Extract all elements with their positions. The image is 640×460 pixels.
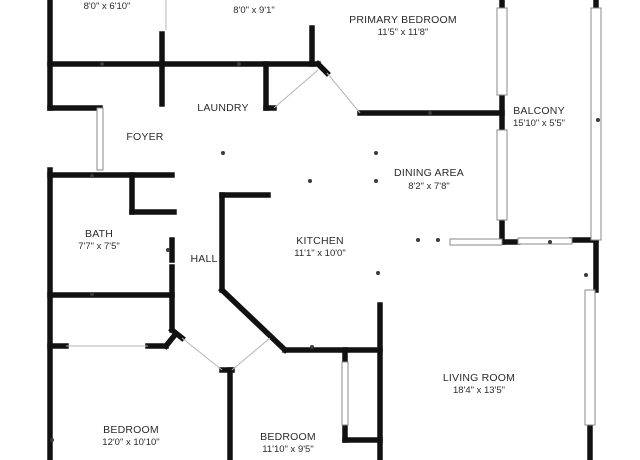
kitchen-dims: 11'1" x 10'0" (294, 248, 345, 259)
room-labels: 8'0" x 6'10" 8'0" x 9'1" PRIMARY BEDROOM… (78, 1, 565, 455)
wall-bedroom-left-top-diag (162, 332, 178, 350)
primary-bedroom-name: PRIMARY BEDROOM (349, 14, 457, 26)
wall-corner-diag (314, 60, 331, 77)
marker (436, 238, 440, 242)
window-dining (449, 238, 503, 246)
wall-hall-corner (168, 326, 186, 342)
door-openings (66, 0, 361, 371)
living-room-name: LIVING ROOM (443, 372, 515, 384)
dining-area-dims: 8'2" x 7'8" (408, 181, 450, 192)
kitchen-name: KITCHEN (296, 235, 344, 247)
door-bedroom-center (231, 337, 271, 371)
marker (166, 248, 170, 252)
dining-area-name: DINING AREA (394, 167, 464, 179)
marker (308, 179, 312, 183)
marker (584, 273, 588, 277)
marker (376, 271, 380, 275)
walls (47, 0, 599, 460)
marker (310, 345, 314, 349)
marker (237, 62, 241, 66)
marker (548, 240, 552, 244)
wall-markers (50, 62, 600, 442)
top-center-dims: 8'0" x 9'1" (233, 5, 275, 16)
bedroom-left-dims: 12'0" x 10'10" (102, 437, 159, 448)
laundry-name: LAUNDRY (197, 102, 248, 114)
marker (221, 151, 225, 155)
door-primary-bedroom (326, 72, 361, 114)
door-laundry (273, 69, 319, 109)
bath-name: BATH (85, 228, 113, 240)
marker (90, 174, 94, 178)
windows (96, 7, 602, 426)
wall-kitchen-diag (218, 286, 289, 354)
bedroom-center-dims: 11'10" x 9'5" (262, 444, 313, 455)
door-bedroom-left (181, 337, 223, 371)
top-left-dims: 8'0" x 6'10" (84, 1, 131, 12)
marker (50, 438, 54, 442)
bedroom-left-name: BEDROOM (103, 424, 159, 436)
window-foyer (96, 107, 104, 171)
marker (100, 62, 104, 66)
window-balcony-left-lower (496, 129, 508, 221)
bedroom-center-name: BEDROOM (260, 431, 316, 443)
hall-name: HALL (190, 253, 217, 265)
marker (428, 111, 432, 115)
marker (596, 118, 600, 122)
primary-bedroom-dims: 11'5" x 11'8" (378, 27, 429, 38)
balcony-name: BALCONY (513, 105, 565, 117)
marker (374, 179, 378, 183)
window-balcony-bottom (517, 237, 573, 245)
window-living-right (584, 289, 596, 426)
foyer-name: FOYER (126, 131, 163, 143)
window-balcony-right (590, 7, 602, 241)
marker (374, 151, 378, 155)
balcony-dims: 15'10" x 5'5" (513, 118, 565, 129)
window-balcony-left-upper (496, 7, 508, 96)
marker (90, 292, 94, 296)
bath-dims: 7'7" x 7'5" (78, 241, 120, 252)
window-closet (341, 361, 349, 426)
marker (416, 238, 420, 242)
living-room-dims: 18'4" x 13'5" (453, 385, 505, 396)
